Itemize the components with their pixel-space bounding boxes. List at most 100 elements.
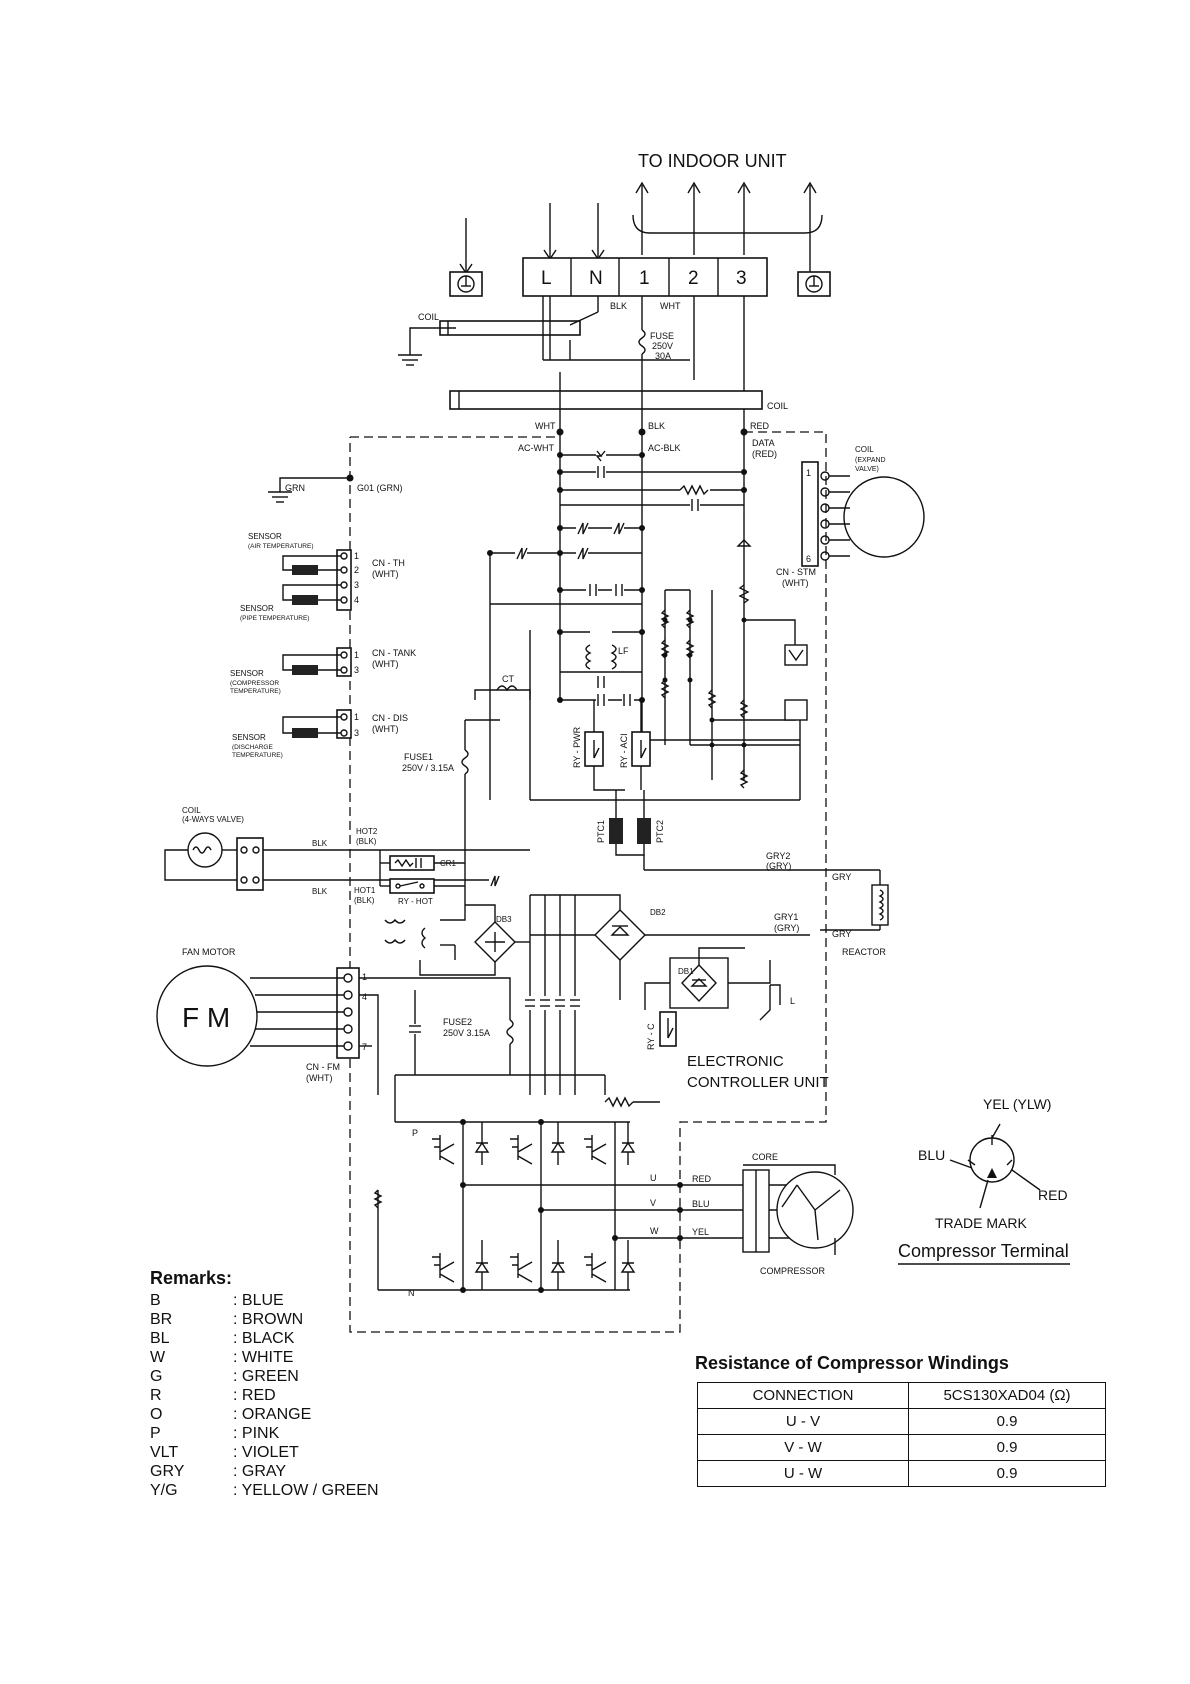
remark-meaning: : GREEN (233, 1368, 299, 1385)
cn-stm-connector (801, 461, 925, 567)
ry-c-label: RY - C (646, 1023, 656, 1050)
g01-label: G01 (GRN) (357, 483, 403, 493)
cn-tank-wht: (WHT) (372, 659, 399, 669)
top-blk-label: BLK (610, 301, 627, 311)
ac-blk-label: AC-BLK (648, 443, 681, 453)
db2-label: DB2 (650, 908, 666, 917)
igbt-inverter (373, 1095, 680, 1291)
th-pin4: 4 (354, 595, 359, 605)
v-label: V (650, 1198, 656, 1208)
sensor-dis-sub2: TEMPERATURE) (232, 752, 283, 759)
table-cell: U - W (697, 1460, 909, 1487)
table-header-model: 5CS130XAD04 (Ω) (908, 1382, 1106, 1409)
fuse-rating-a: 30A (655, 351, 671, 361)
sensor-comp-label: SENSOR (230, 669, 264, 678)
gry1-label: GRY1 (774, 912, 798, 922)
remarks-row: R : RED (150, 1386, 379, 1405)
controller-boundary (349, 431, 827, 1333)
remark-code: GRY (150, 1463, 185, 1480)
cn-th-wht: (WHT) (372, 569, 399, 579)
ground-icon (449, 271, 831, 297)
fuse2-label: FUSE2 (443, 1017, 472, 1027)
remark-code: R (150, 1387, 162, 1404)
rail-wht-label: WHT (535, 421, 556, 431)
ac-wht-label: AC-WHT (518, 443, 554, 453)
sensor-air-sub: (AIR TEMPERATURE) (248, 543, 314, 550)
gry-bot-label: GRY (832, 929, 851, 939)
ct-label: CT (502, 674, 514, 684)
sensor-pipe-sub: (PIPE TEMPERATURE) (240, 615, 309, 622)
dis-pin3: 3 (354, 728, 359, 738)
lf-label: LF (618, 646, 629, 656)
v-blu-label: BLU (692, 1199, 710, 1209)
grn-label: GRN (285, 483, 305, 493)
blk-lower: BLK (312, 887, 328, 896)
remarks-row: BR : BROWN (150, 1310, 379, 1329)
compressor-icon (680, 1164, 854, 1255)
hot2-label: HOT2 (356, 827, 378, 836)
w-label: W (650, 1226, 659, 1236)
resistance-table-title: Resistance of Compressor Windings (695, 1353, 1009, 1373)
l-label: L (790, 996, 795, 1006)
remark-code: O (150, 1406, 163, 1423)
fan-motor-icon (156, 965, 258, 1067)
remark-code: B (150, 1292, 161, 1309)
remark-code: BR (150, 1311, 173, 1328)
remarks-row: BL: BLACK (150, 1329, 379, 1348)
remark-code: VLT (150, 1444, 179, 1461)
gry-top-label: GRY (832, 872, 851, 882)
sensor-dis-sub: (DISCHARGE (232, 744, 273, 751)
remarks-row: P: PINK (150, 1424, 379, 1443)
expand-valve-coil-icon (843, 476, 925, 558)
ptc1-label: PTC1 (596, 820, 606, 843)
remark-meaning: : BLUE (233, 1292, 284, 1309)
electronic-label: ELECTRONIC (687, 1053, 784, 1070)
line-filter-network (490, 454, 744, 591)
fm-pin4: 4 (362, 992, 367, 1002)
terminal-2: 2 (688, 268, 699, 289)
tank-pin1: 1 (354, 650, 359, 660)
remarks-row: W: WHITE (150, 1348, 379, 1367)
remark-meaning: : BROWN (233, 1311, 304, 1328)
fm-label: F M (182, 1002, 230, 1033)
fm-pin7: 7 (362, 1042, 367, 1052)
sensor-comp-sub2: TEMPERATURE) (230, 688, 281, 695)
ry-aci-label: RY - ACI (619, 733, 629, 768)
fuse2-rating: 250V 3.15A (443, 1028, 490, 1038)
line-filter-coils (474, 631, 642, 701)
cn-fm-connector (250, 967, 511, 1095)
ct-yel-label: YEL (YLW) (983, 1096, 1051, 1112)
remark-meaning: : RED (233, 1387, 276, 1404)
fuse1-rating: 250V / 3.15A (402, 763, 454, 773)
remarks-row: Y/G: YELLOW / GREEN (150, 1481, 379, 1500)
db3-label: DB3 (496, 915, 512, 924)
remarks-legend: Remarks: B: BLUE BR: BROWN BL: BLACK W: … (150, 1268, 379, 1500)
cn-th-label: CN - TH (372, 558, 405, 568)
coil-top-label: COIL (418, 312, 439, 322)
n-label: N (408, 1288, 415, 1298)
dis-pin1: 1 (354, 712, 359, 722)
four-way-valve (164, 832, 530, 891)
remarks-row: G: GREEN (150, 1367, 379, 1386)
blk-upper: BLK (312, 839, 328, 848)
stm-pin6: 6 (806, 554, 811, 564)
bridge-db3 (384, 904, 530, 976)
coil-4way-sub: (4-WAYS VALVE) (182, 815, 244, 824)
p-label: P (412, 1128, 418, 1138)
w-yel-label: YEL (692, 1227, 709, 1237)
table-header-row: CONNECTION 5CS130XAD04 (Ω) (697, 1382, 1106, 1409)
cr1-ry-hot (379, 850, 465, 894)
gry2-paren: (GRY) (766, 861, 791, 871)
hot1-blk: (BLK) (354, 896, 375, 905)
data-signal-circuit (530, 539, 801, 801)
table-row: U - W 0.9 (697, 1460, 1106, 1487)
fuse-rating-v: 250V (652, 341, 673, 351)
cn-dis-label: CN - DIS (372, 713, 408, 723)
sensor-comp-sub: (COMPRESSOR (230, 680, 279, 687)
remarks-row: B : BLUE (150, 1291, 379, 1310)
terminal-l: L (541, 268, 552, 289)
th-pin2: 2 (354, 565, 359, 575)
remark-meaning: : YELLOW / GREEN (233, 1482, 379, 1499)
gry1-paren: (GRY) (774, 923, 799, 933)
coil-expand3-label: VALVE) (855, 466, 879, 473)
